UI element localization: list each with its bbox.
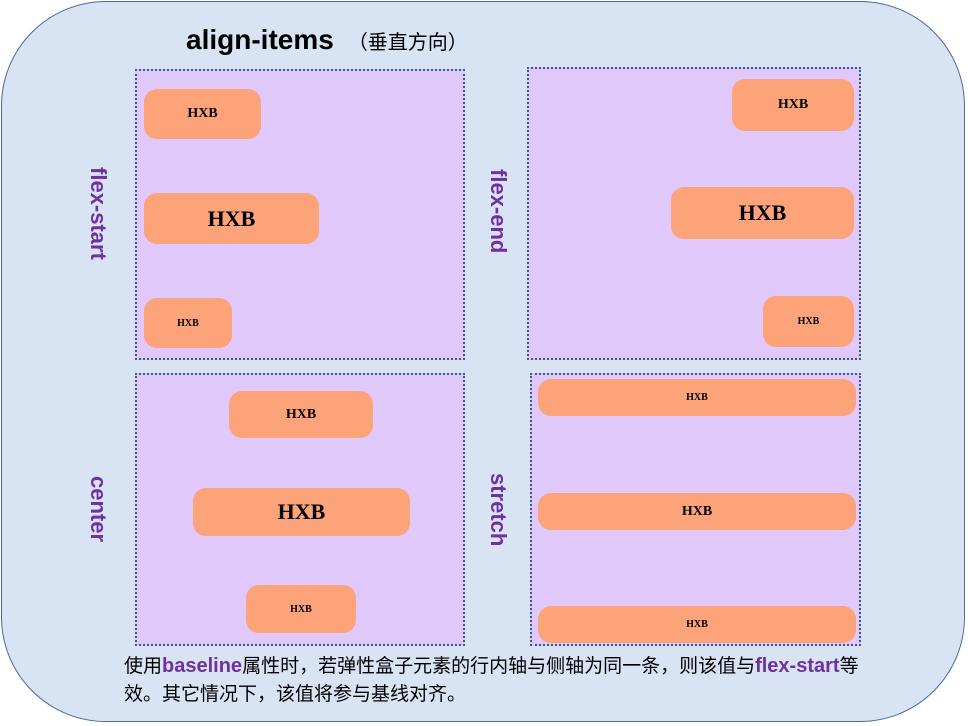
note-text-2: 属性时，若弹性盒子元素的行内轴与侧轴为同一条，则该值与: [242, 655, 756, 677]
note-text-1: 使用: [124, 655, 163, 677]
flex-end-item-1: HXB: [732, 79, 854, 131]
stretch-item-3: HXB: [538, 606, 856, 643]
label-flex-end: flex-end: [486, 168, 511, 254]
note-text-3: 等效。其它情况下，该值将参与基线对齐。: [124, 655, 859, 705]
panel-flex-start: HXB HXB HXB: [135, 69, 465, 360]
panel-center: HXB HXB HXB: [135, 373, 465, 646]
flex-start-item-2: HXB: [144, 193, 319, 244]
center-item-2: HXB: [193, 488, 410, 536]
label-flex-start: flex-start: [86, 166, 111, 260]
label-stretch: stretch: [486, 473, 511, 547]
note-keyword-baseline: baseline: [162, 655, 243, 677]
flex-end-item-2: HXB: [671, 187, 854, 239]
panel-flex-end: HXB HXB HXB: [527, 67, 861, 360]
flex-start-item-3: HXB: [144, 298, 232, 348]
center-item-3: HXB: [246, 585, 356, 633]
baseline-note: 使用baseline属性时，若弹性盒子元素的行内轴与侧轴为同一条，则该值与fle…: [124, 652, 884, 708]
title-subtitle: （垂直方向）: [347, 30, 468, 54]
panel-stretch: HXB HXB HXB: [530, 373, 861, 646]
stretch-item-1: HXB: [538, 379, 856, 416]
center-item-1: HXB: [229, 391, 373, 438]
note-keyword-flex-start: flex-start: [755, 655, 840, 677]
flex-start-item-1: HXB: [144, 89, 261, 139]
flex-end-item-3: HXB: [763, 296, 854, 347]
diagram-title: align-items （垂直方向）: [186, 20, 468, 60]
stretch-item-2: HXB: [538, 493, 856, 530]
title-main: align-items: [186, 24, 334, 55]
label-center: center: [86, 475, 111, 543]
